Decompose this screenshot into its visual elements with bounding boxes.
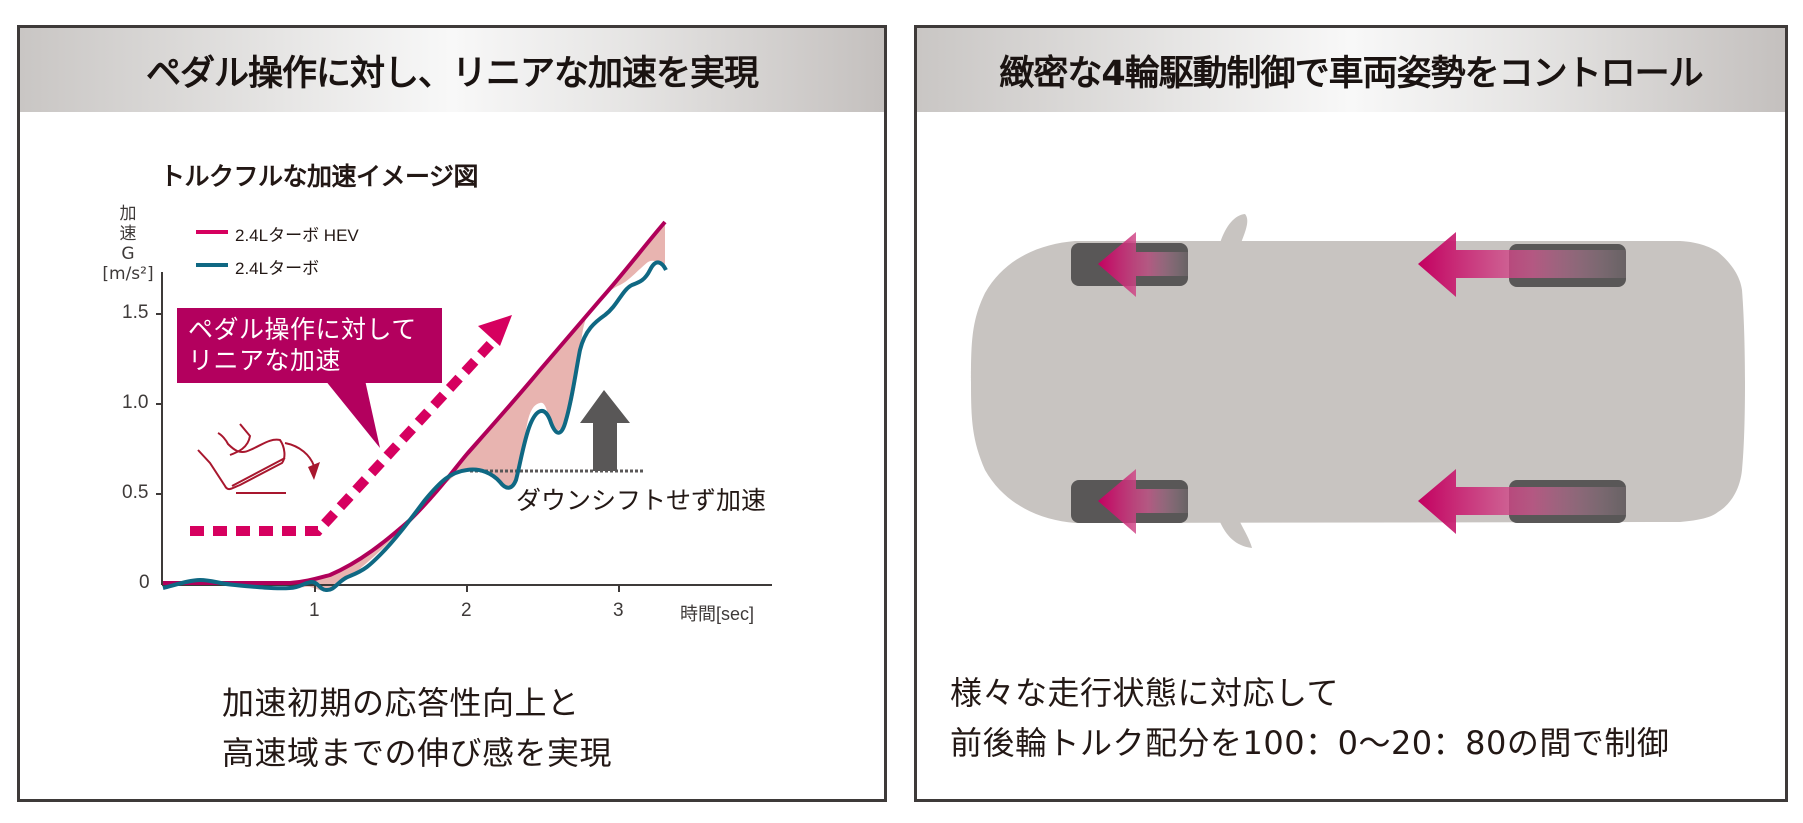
dashed-arrow-head [478, 315, 512, 346]
y-axis-label: 加 速 G [m/s²] [102, 204, 154, 284]
downshift-annotation: ダウンシフトせず加速 [516, 486, 767, 515]
foot-pedal-icon [197, 423, 320, 494]
rear-right-torque-arrow-icon [1418, 469, 1626, 534]
rear-left-torque-arrow-icon [1418, 232, 1626, 297]
side-mirror-top [1220, 214, 1248, 243]
left-caption: 加速初期の応答性向上と 高速域までの伸び感を実現 [222, 684, 613, 772]
car-top-view [971, 214, 1745, 548]
right-panel-title: 緻密な4輪駆動制御で車両姿勢をコントロール [917, 28, 1785, 112]
legend-item-hev: 2.4Lターボ HEV [235, 226, 359, 245]
x-tick-3: 3 [613, 600, 624, 621]
torque-arrows [1098, 232, 1626, 534]
x-tick-1: 1 [309, 600, 320, 621]
left-panel-title: ペダル操作に対し、リニアな加速を実現 [20, 28, 884, 112]
y-tick-1.5: 1.5 [122, 302, 149, 323]
x-tick-2: 2 [461, 600, 472, 621]
callout-pointer [325, 380, 380, 448]
x-axis-label: 時間[sec] [680, 604, 755, 624]
front-right-torque-arrow-icon [1098, 469, 1188, 534]
turbo-line [162, 260, 668, 593]
hev-line [163, 220, 667, 585]
chart-title: トルクフルな加速イメージ図 [160, 162, 479, 191]
right-caption: 様々な走行状態に対応して 前後輪トルク配分を100：0～20：80の間で制御 [950, 674, 1670, 762]
callout-text: ペダル操作に対して リニアな加速 [188, 315, 417, 375]
callout-box [177, 308, 442, 383]
y-tick-0.5: 0.5 [122, 482, 149, 503]
side-mirror-bottom [1220, 522, 1252, 548]
y-tick-1.0: 1.0 [122, 392, 149, 413]
y-tick-0: 0 [139, 572, 150, 593]
legend-item-turbo: 2.4Lターボ [235, 259, 320, 278]
no-downshift-up-arrow [580, 390, 630, 471]
linear-acceleration-dashed-arrow [190, 332, 502, 536]
front-left-torque-arrow-icon [1098, 232, 1188, 297]
car-body [971, 241, 1745, 523]
